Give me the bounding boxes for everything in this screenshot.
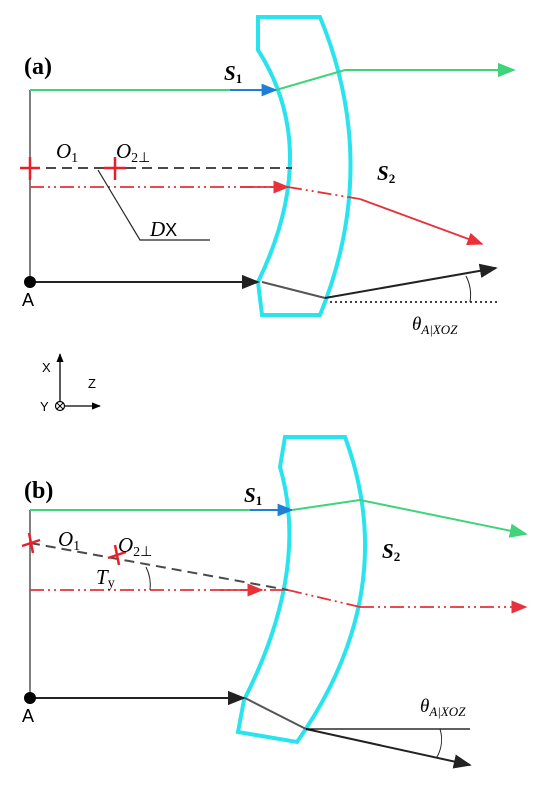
panel-b-angle-arc — [436, 728, 443, 758]
axis-x-label: X — [42, 360, 51, 375]
panel-a-point-a — [24, 276, 36, 288]
panel-b-ray-top — [30, 499, 528, 538]
panel-a-ray-middle — [30, 180, 484, 246]
panel-b-ray-middle — [30, 583, 528, 614]
panel-b-s2-label: S2 — [382, 539, 400, 564]
panel-b-label: (b) — [24, 478, 53, 504]
panel-a-marker-o2 — [104, 157, 126, 180]
coordinate-axes: X Y Z — [40, 353, 101, 414]
panel-b: (b) O1 O2⊥ Ty — [21, 435, 528, 769]
panel-a-o1-label: O1 — [56, 139, 78, 166]
panel-b-point-a-label: A — [22, 706, 34, 726]
panel-b-tilt-arc — [145, 566, 151, 591]
panel-a-point-a-label: A — [22, 290, 34, 310]
panel-b-axis — [29, 542, 289, 591]
panel-a-s2-label: S2 — [377, 161, 395, 186]
panel-a-dx-label: DX — [149, 217, 177, 241]
panel-a-marker-o1 — [20, 157, 40, 180]
panel-b-ty-label: Ty — [96, 565, 115, 591]
panel-a-ray-bottom — [30, 263, 500, 303]
panel-a-dx-leader — [97, 169, 210, 241]
panel-a-s1-label: S1 — [224, 61, 242, 86]
panel-b-marker-o2 — [107, 544, 127, 566]
panel-a-o2-label: O2⊥ — [116, 139, 150, 166]
axis-y-label: Y — [40, 399, 49, 414]
panel-a-lens — [255, 15, 353, 317]
panel-a: (a) O1 O2⊥ — [20, 15, 516, 337]
panel-a-label: (a) — [24, 54, 52, 80]
panel-b-angle-label: θA|XOZ — [420, 696, 466, 719]
panel-b-marker-o1 — [21, 532, 41, 554]
panel-a-angle-label: θA|XOZ — [412, 314, 458, 337]
panel-b-s1-label: S1 — [244, 483, 262, 508]
panel-b-o1-label: O1 — [58, 527, 80, 554]
axis-z-label: Z — [88, 376, 96, 391]
panel-b-o2-label: O2⊥ — [118, 533, 152, 560]
panel-a-ray-top — [30, 62, 516, 97]
panel-a-angle-arc — [465, 275, 472, 303]
panel-b-ray-bottom — [30, 690, 472, 769]
panel-b-lens — [235, 435, 368, 745]
panel-b-point-a — [24, 692, 36, 704]
